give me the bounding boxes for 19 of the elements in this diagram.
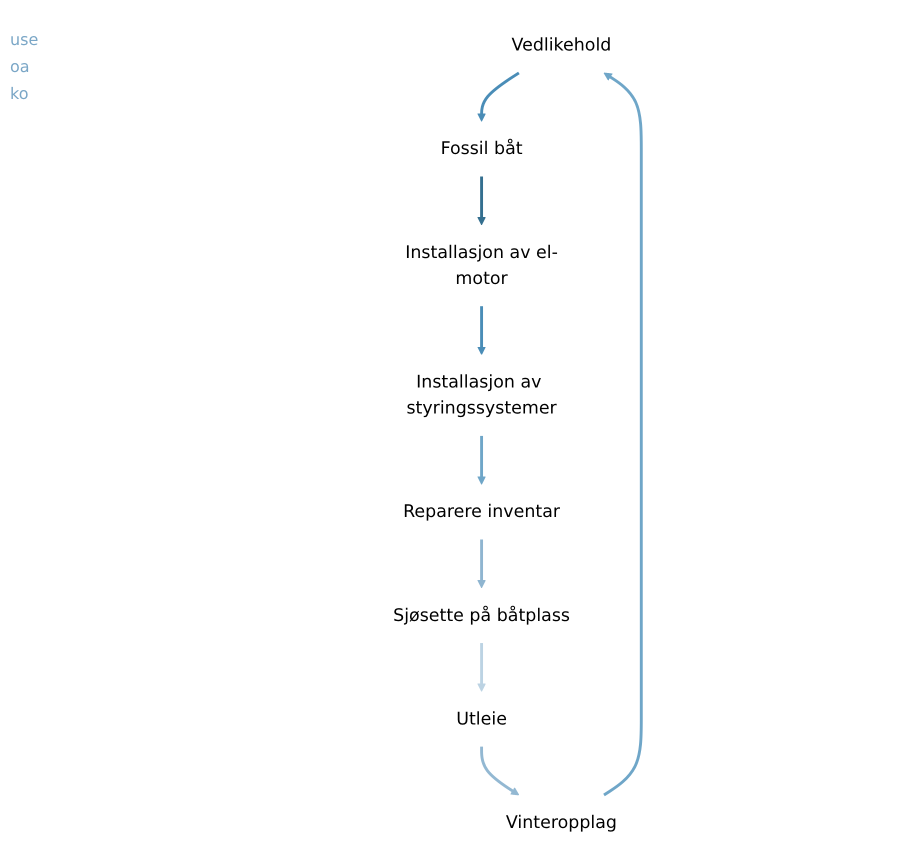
arrow	[477, 540, 486, 588]
arrow	[477, 72, 520, 122]
note-text: use	[10, 30, 40, 49]
node-text: Installasjon av styringssystemer	[406, 372, 557, 419]
arrow	[477, 436, 486, 485]
arrow	[603, 72, 643, 796]
arrow	[477, 176, 486, 226]
node-text: Installasjon av el-motor	[405, 242, 558, 289]
node-text: Utleie	[456, 708, 508, 730]
node-text: Vedlikehold	[512, 35, 612, 56]
node-text: Sjøsette på båtplass	[393, 605, 570, 626]
arrow	[477, 643, 486, 692]
node-text: Fossil båt	[440, 138, 523, 160]
note-text: ko	[10, 84, 30, 103]
node-text: Reparere inventar	[403, 502, 560, 522]
note-text: oa	[10, 57, 31, 76]
arrow	[477, 306, 486, 356]
arrow	[480, 746, 520, 796]
node-text: Vinteropplag	[506, 812, 618, 833]
